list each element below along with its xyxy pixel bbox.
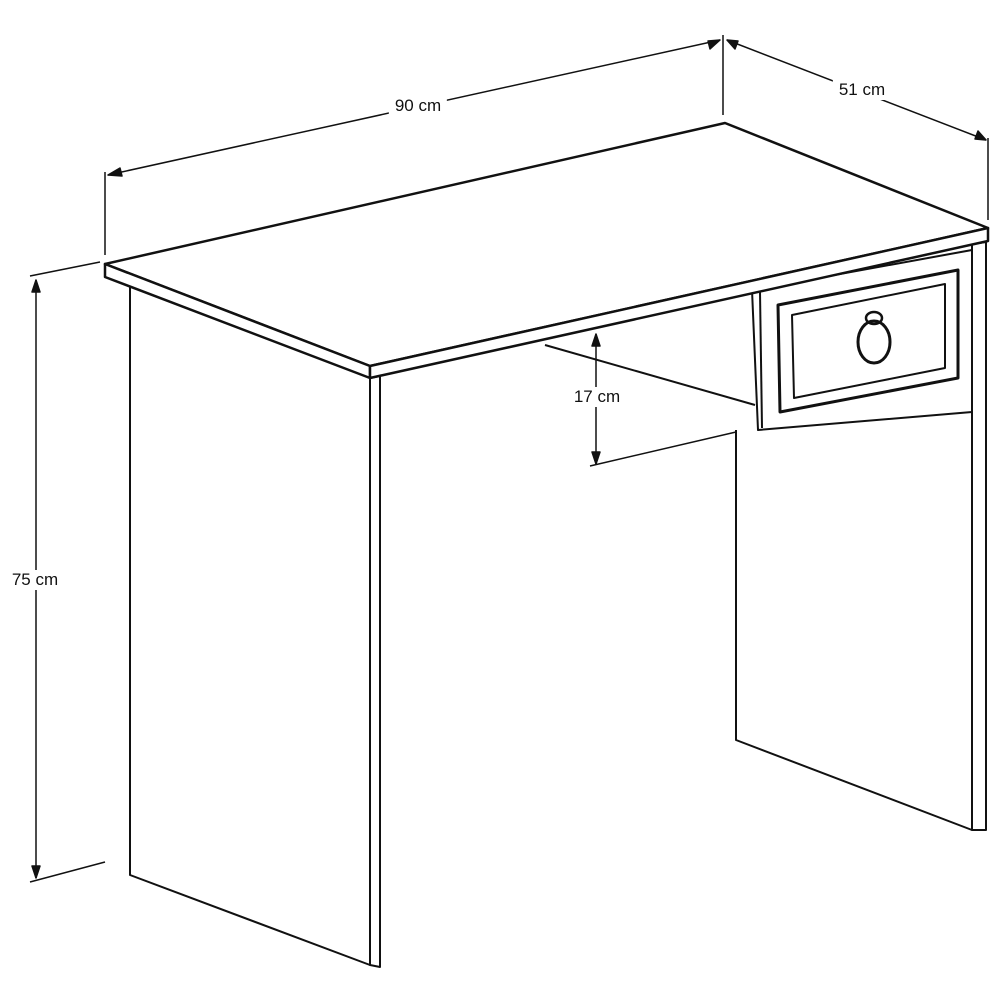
ring-pull-handle-icon — [856, 310, 892, 365]
depth-label: 51 cm — [832, 80, 892, 100]
width-label: 90 cm — [388, 96, 448, 116]
right-leg — [735, 241, 987, 831]
height-label: 75 cm — [5, 570, 65, 590]
drawer-height-label: 17 cm — [567, 387, 627, 407]
back-rail — [544, 344, 756, 406]
drawer — [751, 249, 973, 431]
table-top — [103, 121, 990, 380]
left-leg — [129, 283, 381, 968]
